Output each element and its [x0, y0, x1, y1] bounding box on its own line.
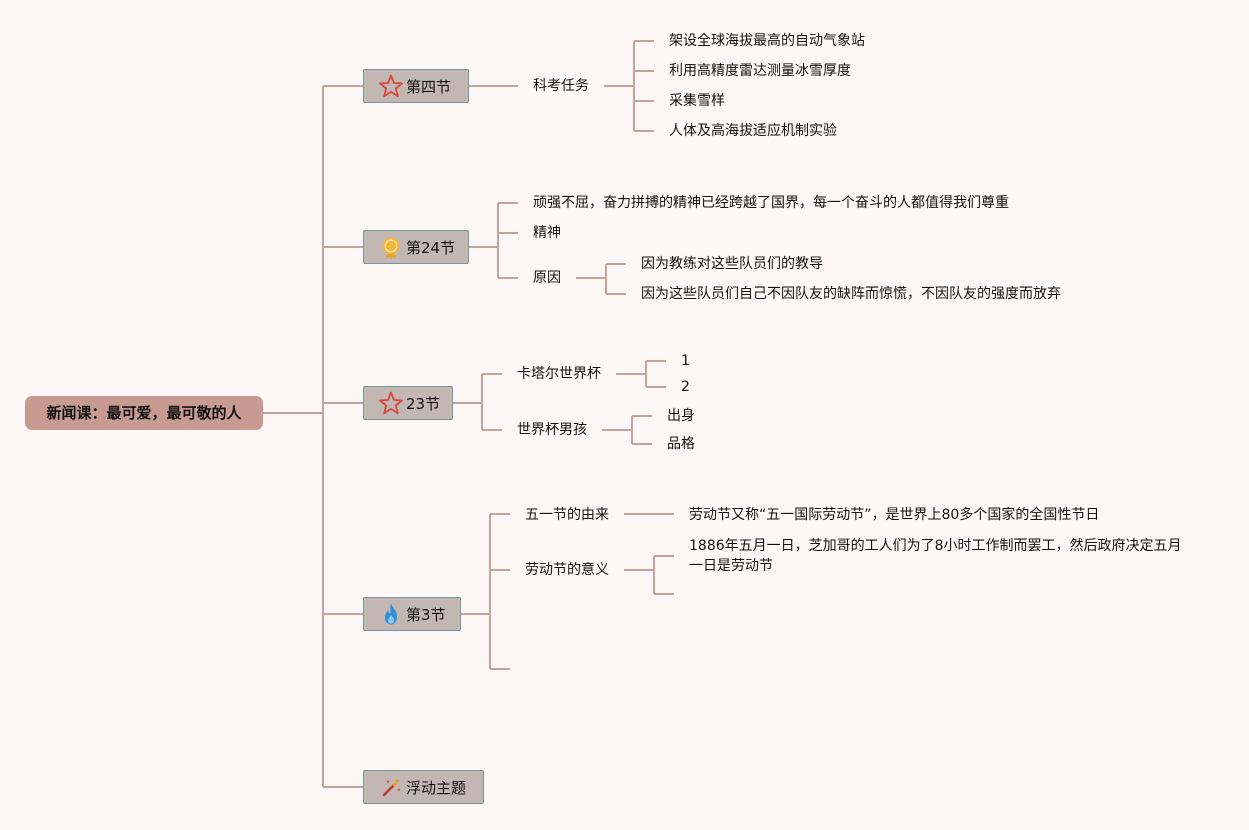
topic-section-4[interactable]: 第四节	[363, 69, 469, 103]
list-item[interactable]: 顽强不屈，奋力拼搏的精神已经跨越了国界，每一个奋斗的人都值得我们尊重	[533, 195, 1009, 211]
may-day-origin-label[interactable]: 五一节的由来	[525, 507, 609, 523]
reason-label[interactable]: 原因	[533, 270, 561, 286]
world-cup-boys-label[interactable]: 世界杯男孩	[517, 422, 587, 438]
list-item[interactable]: 因为这些队员们自己不因队友的缺阵而惊慌，不因队友的强度而放弃	[641, 286, 1061, 302]
medal-icon	[378, 234, 404, 260]
list-item[interactable]: 1886年五月一日，芝加哥的工人们为了8小时工作制而罢工，然后政府决定五月一日是…	[689, 538, 1182, 574]
list-item[interactable]: 采集雪样	[669, 93, 725, 109]
list-item[interactable]: 1	[681, 353, 690, 369]
topic-label: 第四节	[406, 77, 452, 96]
list-item[interactable]: 架设全球海拔最高的自动气象站	[669, 33, 865, 49]
star-icon	[378, 390, 404, 416]
star-icon	[378, 73, 404, 99]
topic-section-24[interactable]: 第24节	[363, 230, 469, 264]
list-item[interactable]: 品格	[667, 436, 695, 452]
list-item[interactable]: 利用高精度雷达测量冰雪厚度	[669, 63, 851, 79]
magic-wand-icon	[378, 774, 404, 800]
floating-topic[interactable]: 浮动主题	[363, 770, 484, 804]
topic-label: 第24节	[406, 238, 456, 257]
may-day-meaning-label[interactable]: 劳动节的意义	[525, 562, 609, 578]
research-tasks-label[interactable]: 科考任务	[533, 78, 589, 94]
topic-label: 浮动主题	[406, 778, 467, 797]
topic-section-3[interactable]: 第3节	[363, 597, 461, 631]
list-item[interactable]: 人体及高海拔适应机制实验	[669, 123, 837, 139]
topic-label: 23节	[406, 394, 441, 413]
list-item[interactable]: 劳动节又称“五一国际劳动节”，是世界上80多个国家的全国性节日	[689, 507, 1100, 523]
list-item[interactable]: 精神	[533, 225, 561, 241]
flame-icon	[378, 601, 404, 627]
topic-section-23[interactable]: 23节	[363, 386, 453, 420]
root-topic[interactable]: 新闻课：最可爱，最可敬的人	[25, 396, 263, 430]
list-item[interactable]: 出身	[667, 408, 695, 424]
topic-label: 第3节	[406, 605, 446, 624]
list-item[interactable]: 因为教练对这些队员们的教导	[641, 256, 823, 272]
qatar-world-cup-label[interactable]: 卡塔尔世界杯	[517, 366, 601, 382]
list-item[interactable]: 2	[681, 379, 690, 395]
